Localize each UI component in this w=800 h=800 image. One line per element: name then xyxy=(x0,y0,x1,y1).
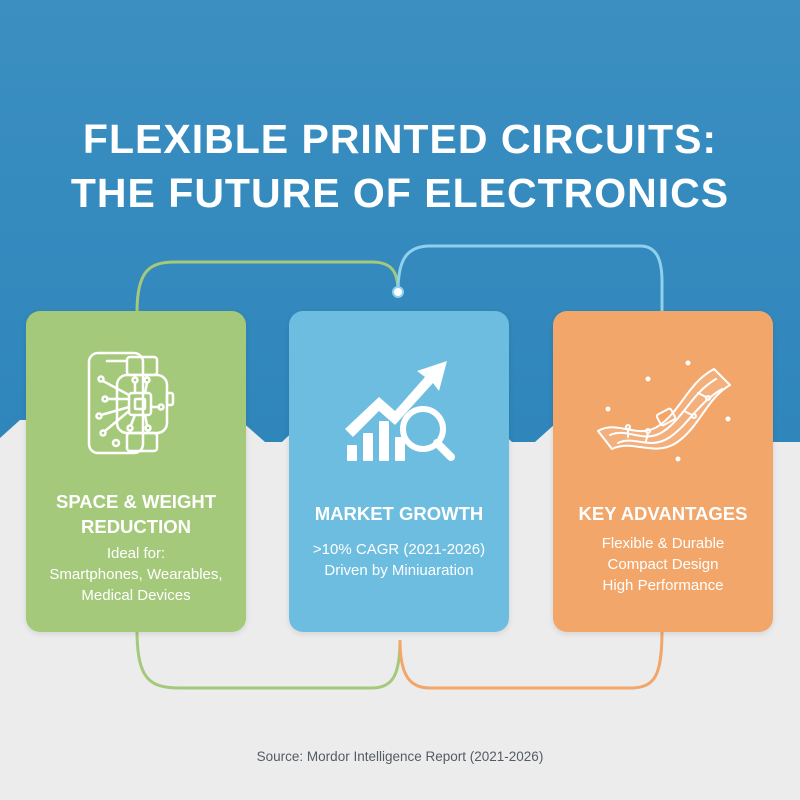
body-line: >10% CAGR (2021-2026) xyxy=(312,541,486,558)
flexible-circuit-board-icon xyxy=(553,349,773,479)
body-line: Driven by Miniuaration xyxy=(324,562,474,579)
body-line: Medical Devices xyxy=(81,587,191,604)
card-heading: SPACE & WEIGHT REDUCTION xyxy=(34,489,238,539)
card-market-growth: MARKET GROWTH >10% CAGR (2021-2026) Driv… xyxy=(289,311,509,632)
source-note: Source: Mordor Intelligence Report (2021… xyxy=(256,749,544,764)
page-title: FLEXIBLE PRINTED CIRCUITS: THE FUTURE OF… xyxy=(0,112,800,220)
heading-line-2: REDUCTION xyxy=(81,516,191,537)
card-space-weight: SPACE & WEIGHT REDUCTION Ideal for: Smar… xyxy=(26,311,246,632)
body-line: Smartphones, Wearables, xyxy=(49,566,223,583)
body-line: Compact Design xyxy=(607,556,719,573)
heading-line-1: MARKET GROWTH xyxy=(314,503,484,524)
smartphone-smartwatch-chip-icon xyxy=(26,349,246,479)
title-line-2: THE FUTURE OF ELECTRONICS xyxy=(70,170,730,216)
growth-chart-magnifier-icon xyxy=(289,349,509,479)
body-line: Flexible & Durable xyxy=(601,535,725,552)
card-body: Ideal for: Smartphones, Wearables, Medic… xyxy=(34,543,238,606)
card-heading: MARKET GROWTH xyxy=(297,501,501,526)
card-body: >10% CAGR (2021-2026) Driven by Miniuara… xyxy=(297,539,501,581)
body-line: High Performance xyxy=(602,577,724,594)
body-line: Ideal for: xyxy=(106,545,166,562)
card-key-advantages: KEY ADVANTAGES Flexible & Durable Compac… xyxy=(553,311,773,632)
card-body: Flexible & Durable Compact Design High P… xyxy=(561,533,765,596)
heading-line-1: SPACE & WEIGHT xyxy=(56,491,216,512)
card-heading: KEY ADVANTAGES xyxy=(561,501,765,526)
heading-line-1: KEY ADVANTAGES xyxy=(578,503,748,524)
title-line-1: FLEXIBLE PRINTED CIRCUITS: xyxy=(82,116,718,162)
